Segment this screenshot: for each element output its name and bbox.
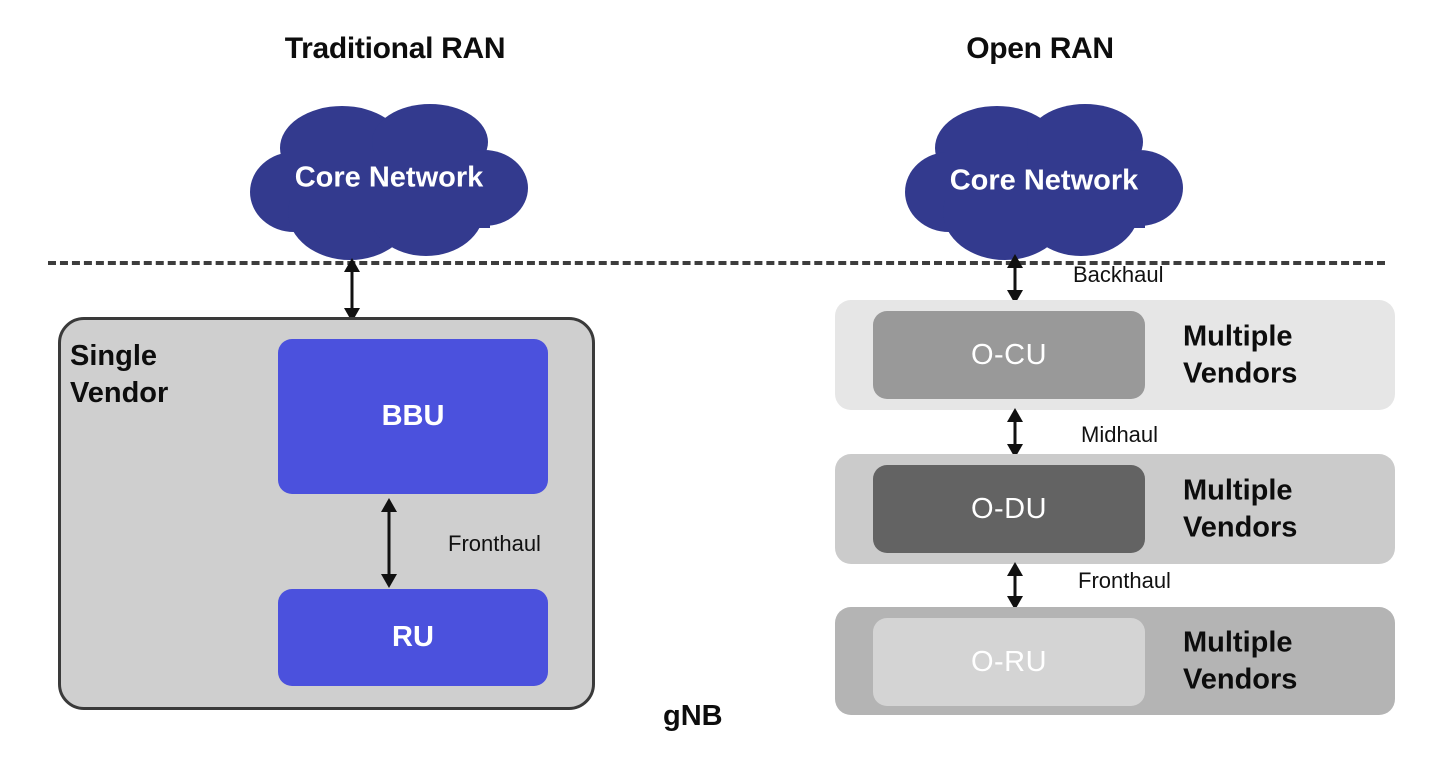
vendor-panel-oru: O-RU Multiple Vendors (835, 607, 1395, 715)
vendor-label-odu: Multiple Vendors (1183, 474, 1298, 543)
core-ran-divider-line (48, 261, 1385, 265)
core-network-cloud-left: Core Network (250, 100, 528, 262)
cloud-icon (905, 104, 1183, 260)
ru-label: RU (392, 621, 434, 653)
bbu-label: BBU (381, 400, 445, 432)
ru-box[interactable]: RU (278, 589, 548, 686)
o-ru-box[interactable]: O-RU (873, 618, 1145, 706)
cloud-icon (250, 104, 528, 260)
single-vendor-label: Single Vendor (70, 340, 169, 410)
gnb-label: gNB (663, 700, 723, 732)
o-cu-box[interactable]: O-CU (873, 311, 1145, 399)
arrow-fronthaul-right (1003, 562, 1027, 610)
arrow-core-to-gnb (340, 258, 364, 322)
o-cu-label: O-CU (970, 338, 1048, 371)
vendor-panel-ocu: O-CU Multiple Vendors (835, 300, 1395, 410)
section-title-open-ran: Open RAN (966, 32, 1114, 65)
arrow-midhaul (1003, 408, 1027, 458)
section-title-traditional-ran: Traditional RAN (284, 32, 506, 65)
vendor-label-ocu: Multiple Vendors (1183, 320, 1298, 389)
vendor-panel-odu: O-DU Multiple Vendors (835, 454, 1395, 564)
bbu-box[interactable]: BBU (278, 339, 548, 494)
core-network-cloud-right: Core Network (905, 100, 1183, 262)
link-label-fronthaul-left: Fronthaul (448, 531, 541, 556)
o-du-box[interactable]: O-DU (873, 465, 1145, 553)
arrow-bbu-to-ru (377, 498, 401, 588)
o-du-label: O-DU (970, 492, 1048, 525)
link-label-fronthaul-right: Fronthaul (1078, 568, 1171, 593)
link-label-backhaul: Backhaul (1073, 262, 1164, 287)
o-ru-label: O-RU (970, 645, 1048, 678)
arrow-backhaul (1003, 254, 1027, 304)
vendor-label-oru: Multiple Vendors (1183, 626, 1298, 695)
link-label-midhaul: Midhaul (1081, 422, 1159, 447)
